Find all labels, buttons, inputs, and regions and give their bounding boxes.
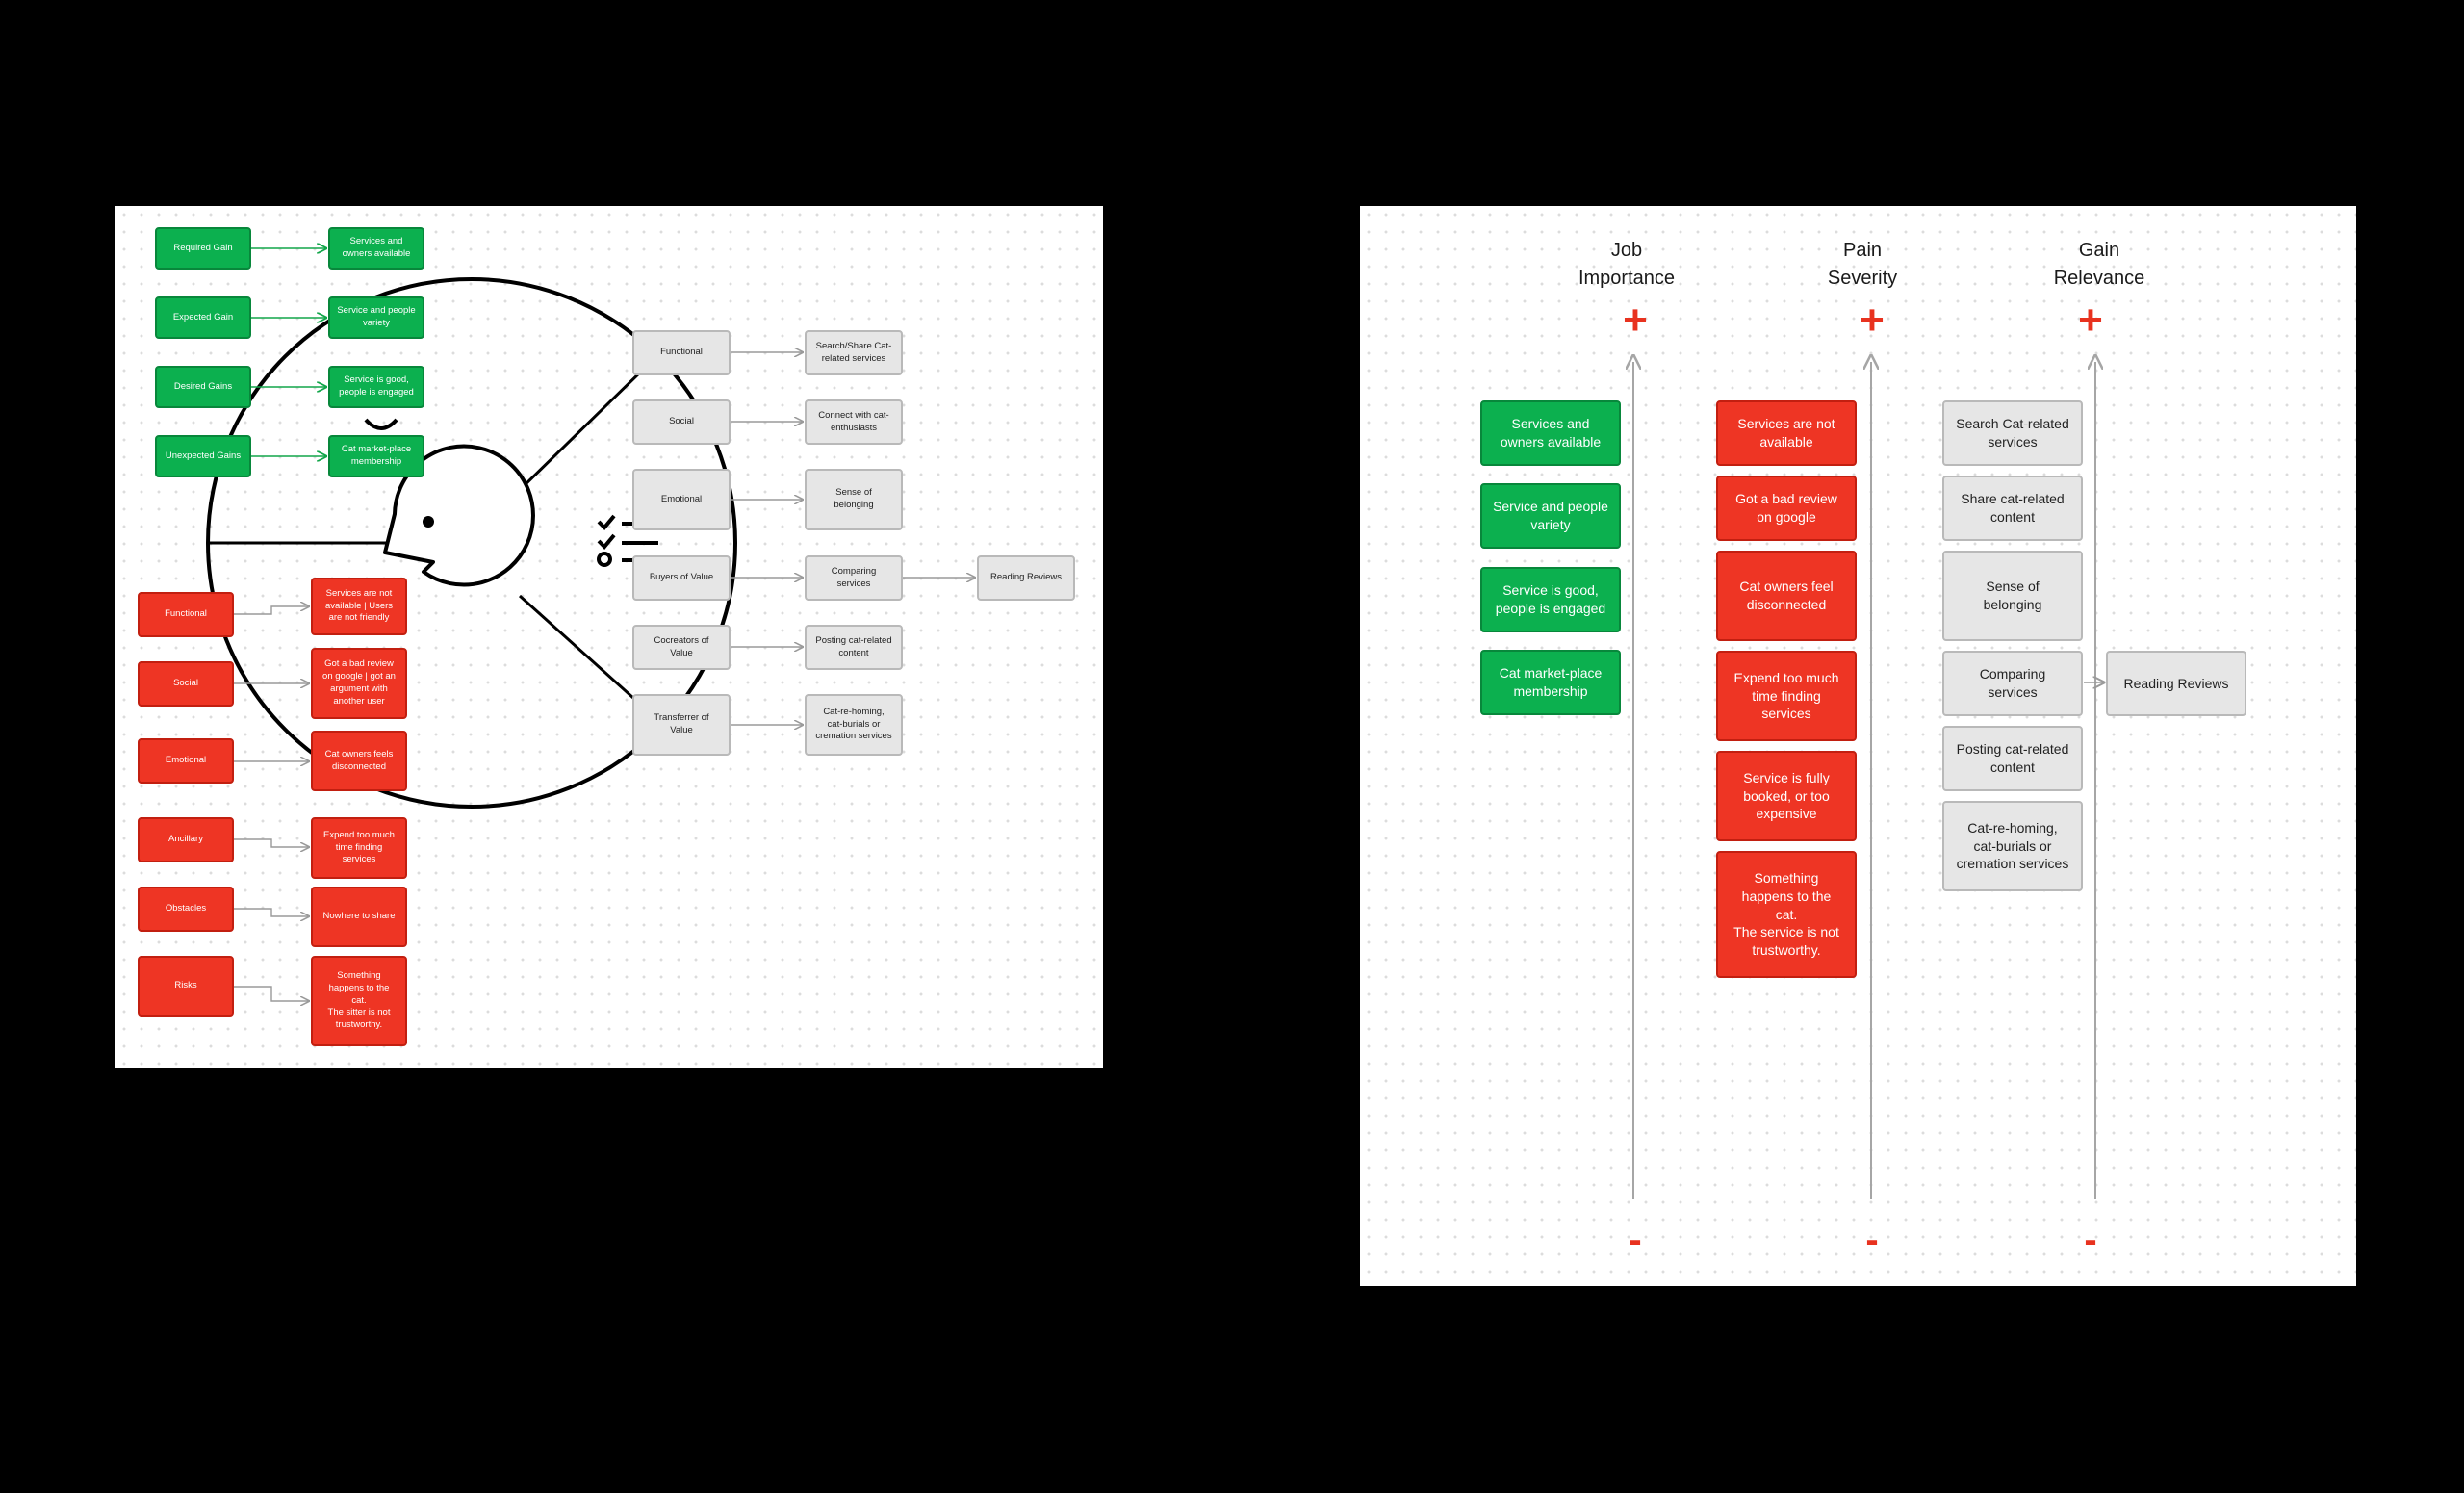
plus-icon: + (2078, 296, 2103, 344)
pain-value-functional: Services are not available | Users are n… (311, 578, 407, 635)
pain-label-social: Social (138, 661, 234, 707)
gain-card: Comparing services (1942, 651, 2083, 716)
pain-card: Expend too much time finding services (1716, 651, 1857, 741)
job-card: Cat market-place membership (1480, 650, 1621, 715)
pain-card: Got a bad review on google (1716, 476, 1857, 541)
job-extra-reading-reviews: Reading Reviews (977, 555, 1075, 601)
pain-label-functional: Functional (138, 592, 234, 637)
job-value-functional: Search/Share Cat- related services (805, 330, 903, 375)
gain-value-unexpected: Cat market-place membership (328, 435, 424, 477)
gain-card-reading-reviews: Reading Reviews (2106, 651, 2246, 716)
job-card: Service is good, people is engaged (1480, 567, 1621, 632)
job-label-buyers-of-value: Buyers of Value (632, 555, 731, 601)
plus-icon: + (1623, 296, 1648, 344)
gain-label-unexpected: Unexpected Gains (155, 435, 251, 477)
job-card: Service and people variety (1480, 483, 1621, 549)
gain-card: Search Cat-related services (1942, 400, 2083, 466)
column-title-gain-relevance: Gain Relevance (2053, 240, 2145, 289)
job-value-social: Connect with cat- enthusiasts (805, 399, 903, 445)
gain-label-required: Required Gain (155, 227, 251, 270)
gain-card: Posting cat-related content (1942, 726, 2083, 791)
minus-icon: - (1629, 1219, 1642, 1261)
gain-label-expected: Expected Gain (155, 296, 251, 339)
customer-profile-diagram (206, 206, 1103, 1068)
smile-icon (364, 418, 398, 430)
pain-label-emotional: Emotional (138, 738, 234, 784)
plus-icon: + (1860, 296, 1885, 344)
gain-card: Sense of belonging (1942, 551, 2083, 641)
gain-value-desired: Service is good, people is engaged (328, 366, 424, 408)
job-label-cocreators: Cocreators of Value (632, 625, 731, 670)
sector-line-upper (518, 366, 647, 492)
pain-card: Cat owners feel disconnected (1716, 551, 1857, 641)
job-value-emotional: Sense of belonging (805, 469, 903, 530)
ranking-board: Job Importance Pain Severity Gain Releva… (1360, 206, 2356, 1286)
minus-icon: - (1865, 1219, 1879, 1261)
job-label-emotional: Emotional (632, 469, 731, 530)
job-label-functional: Functional (632, 330, 731, 375)
gain-card: Cat-re-homing, cat-burials or cremation … (1942, 801, 2083, 891)
gain-value-expected: Service and people variety (328, 296, 424, 339)
ranking-axes (1360, 206, 2356, 1199)
customer-profile-board: Required Gain Services and owners availa… (116, 206, 1103, 1068)
pain-value-social: Got a bad review on google | got an argu… (311, 648, 407, 719)
job-label-social: Social (632, 399, 731, 445)
job-card: Services and owners available (1480, 400, 1621, 466)
column-title-job-importance: Job Importance (1578, 240, 1676, 289)
pain-value-ancillary: Expend too much time finding services (311, 817, 407, 879)
column-title-pain-severity: Pain Severity (1827, 240, 1898, 289)
job-value-transferrer: Cat-re-homing, cat-burials or cremation … (805, 694, 903, 756)
pain-card: Something happens to the cat. The servic… (1716, 851, 1857, 978)
pain-label-obstacles: Obstacles (138, 887, 234, 932)
gain-value-required: Services and owners available (328, 227, 424, 270)
job-label-transferrer: Transferrer of Value (632, 694, 731, 756)
sector-line-lower (518, 594, 645, 708)
pain-value-emotional: Cat owners feels disconnected (311, 731, 407, 791)
pain-value-obstacles: Nowhere to share (311, 887, 407, 947)
minus-icon: - (2084, 1219, 2097, 1261)
pain-value-risks: Something happens to the cat. The sitter… (311, 956, 407, 1046)
gain-label-desired: Desired Gains (155, 366, 251, 408)
pain-label-ancillary: Ancillary (138, 817, 234, 862)
gain-card: Share cat-related content (1942, 476, 2083, 541)
pain-card: Service is fully booked, or too expensiv… (1716, 751, 1857, 841)
pain-label-risks: Risks (138, 956, 234, 1017)
pain-card: Services are not available (1716, 400, 1857, 466)
job-value-buyers-of-value: Comparing services (805, 555, 903, 601)
job-value-cocreators: Posting cat-related content (805, 625, 903, 670)
